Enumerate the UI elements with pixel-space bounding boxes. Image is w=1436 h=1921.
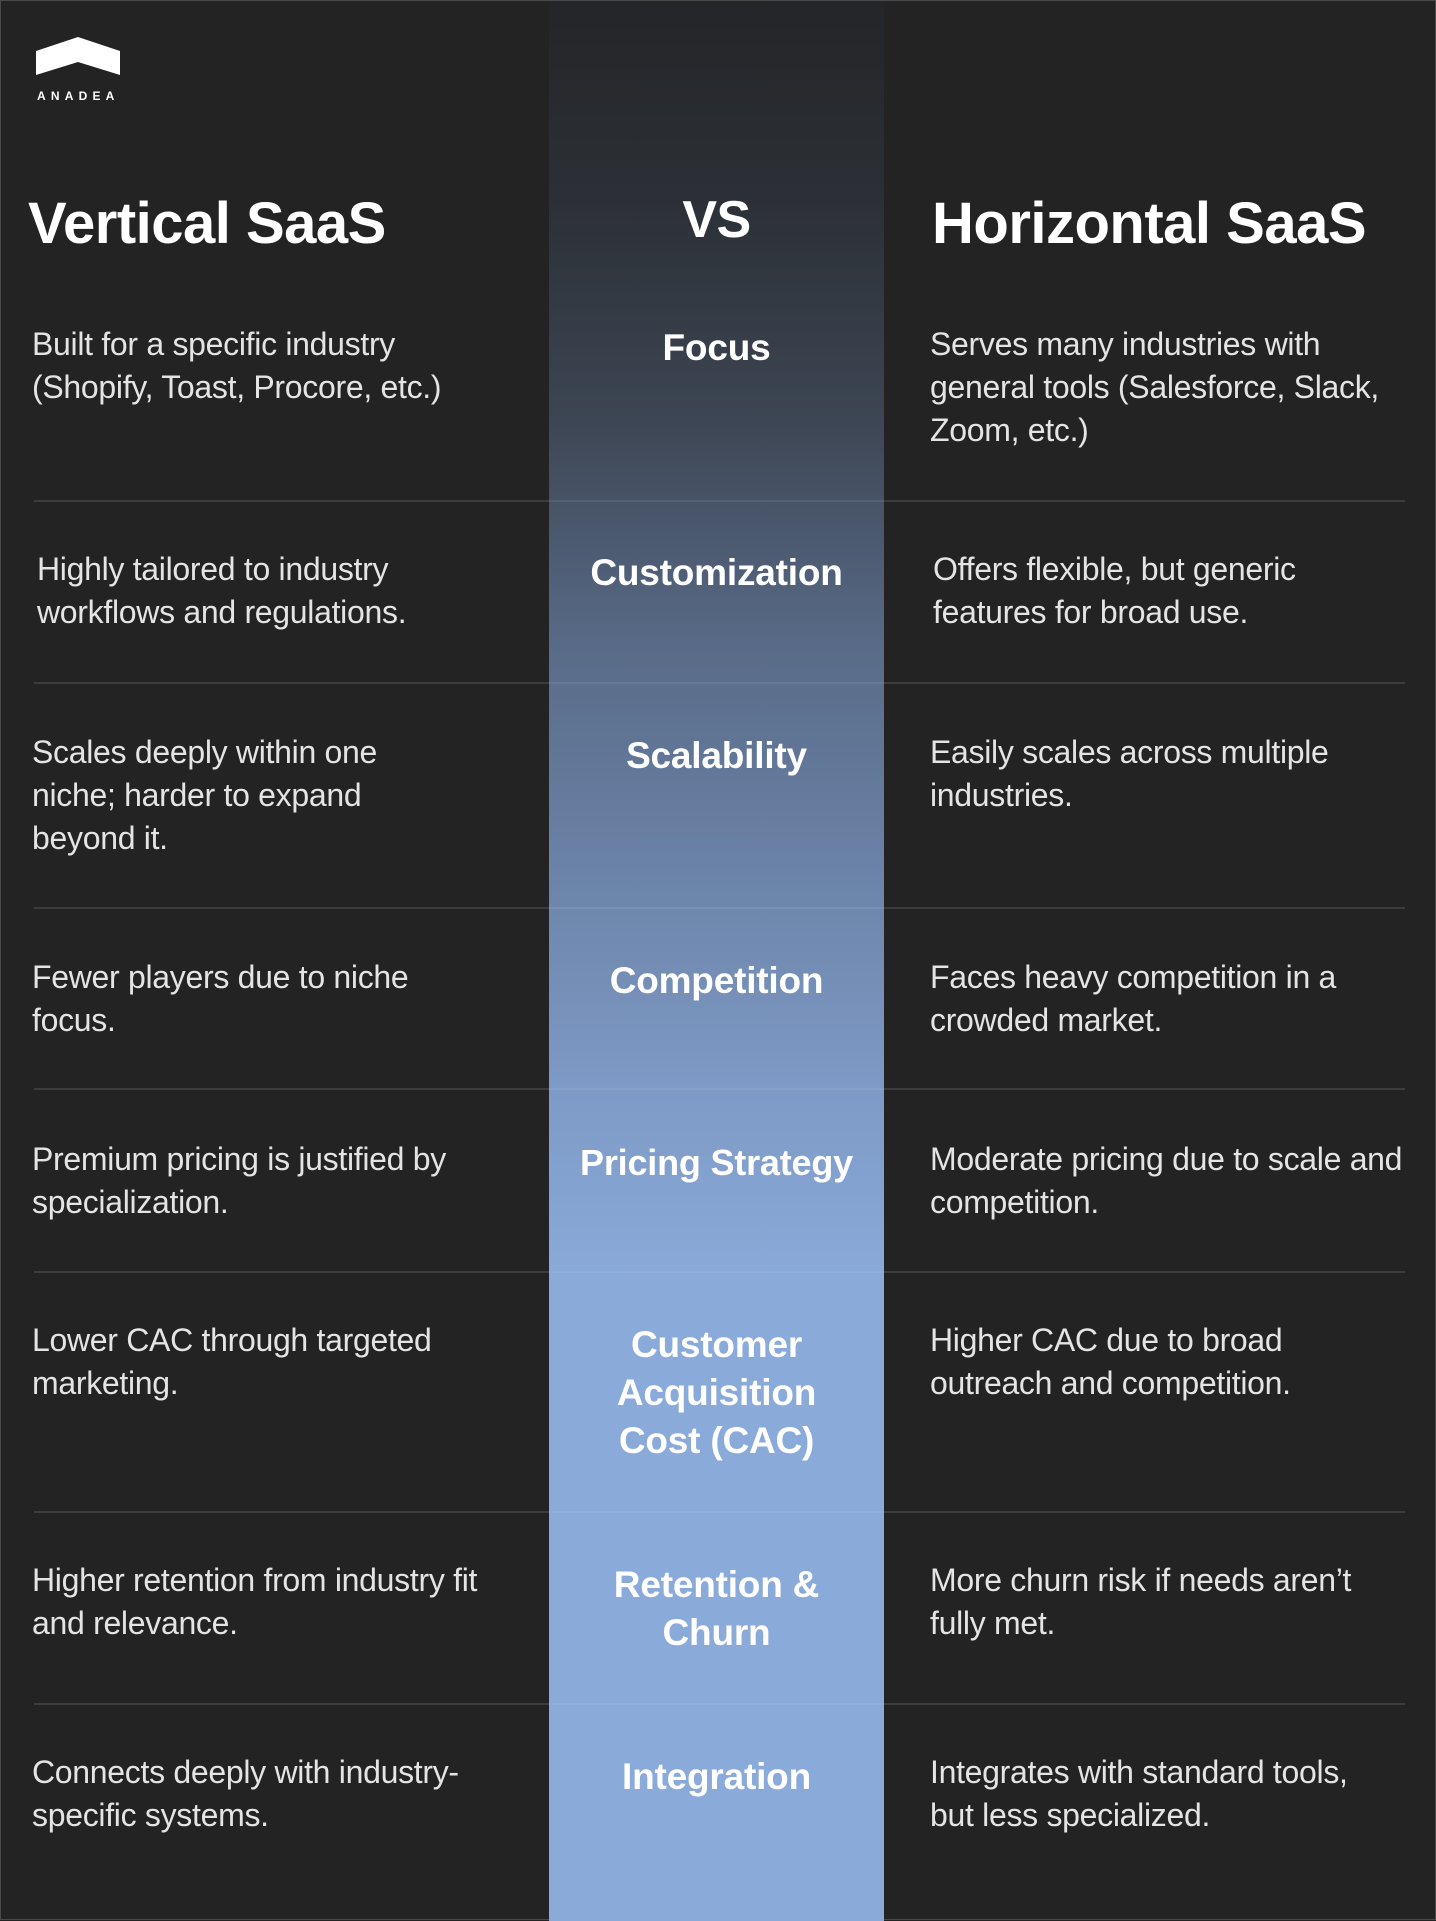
row-divider — [884, 682, 1405, 684]
horizontal-cell: More churn risk if needs aren’t fully me… — [930, 1562, 1352, 1641]
row-divider — [884, 1271, 1405, 1273]
vertical-cell: Lower CAC through targeted marketing. — [32, 1322, 432, 1401]
row-divider — [34, 500, 549, 502]
row-divider — [549, 1703, 884, 1705]
horizontal-cell: Easily scales across multiple industries… — [930, 734, 1329, 813]
row-divider — [34, 1703, 549, 1705]
row-divider — [549, 1088, 884, 1090]
row-divider — [34, 1271, 549, 1273]
row-divider — [34, 1511, 549, 1513]
row-divider — [549, 682, 884, 684]
horizontal-saas-title: Horizontal SaaS — [932, 191, 1367, 256]
horizontal-cell: Faces heavy competition in a crowded mar… — [930, 959, 1337, 1038]
criterion-label: Focus — [662, 327, 771, 368]
horizontal-cell: Higher CAC due to broad outreach and com… — [930, 1322, 1291, 1401]
criterion-label: Retention & Churn — [613, 1564, 820, 1653]
vertical-cell: Scales deeply within one niche; harder t… — [32, 734, 378, 856]
row-divider — [884, 1088, 1405, 1090]
row-divider — [884, 500, 1405, 502]
vertical-cell: Highly tailored to industry workflows an… — [37, 551, 407, 630]
vertical-saas-title: Vertical SaaS — [28, 191, 386, 256]
brand-name: ANADEA — [37, 89, 120, 103]
criterion-label: Scalability — [626, 735, 807, 776]
roof-chevron-icon — [36, 37, 120, 75]
row-divider — [884, 907, 1405, 909]
row-divider — [884, 1511, 1405, 1513]
row-divider — [34, 1088, 549, 1090]
row-divider — [549, 907, 884, 909]
row-divider — [34, 907, 549, 909]
vs-label: VS — [682, 191, 751, 249]
horizontal-cell: Integrates with standard tools, but less… — [930, 1754, 1348, 1833]
vertical-cell: Premium pricing is justified by speciali… — [32, 1141, 446, 1220]
horizontal-cell: Moderate pricing due to scale and compet… — [930, 1141, 1403, 1220]
vertical-cell: Fewer players due to niche focus. — [32, 959, 409, 1038]
anadea-logo — [36, 37, 120, 75]
center-criteria-column — [549, 1, 884, 1921]
criterion-label: Pricing Strategy — [580, 1142, 853, 1183]
row-divider — [34, 682, 549, 684]
horizontal-cell: Serves many industries with general tool… — [930, 326, 1379, 448]
row-divider — [549, 1271, 884, 1273]
vertical-cell: Built for a specific industry (Shopify, … — [32, 326, 442, 405]
row-divider — [884, 1703, 1405, 1705]
vertical-cell: Connects deeply with industry-specific s… — [32, 1754, 459, 1833]
criterion-label: Customer Acquisition Cost (CAC) — [616, 1324, 817, 1461]
row-divider — [549, 1511, 884, 1513]
criterion-label: Customization — [590, 552, 843, 593]
criterion-label: Competition — [609, 960, 824, 1001]
horizontal-cell: Offers flexible, but generic features fo… — [933, 551, 1296, 630]
criterion-label: Integration — [622, 1756, 811, 1797]
vertical-cell: Higher retention from industry fit and r… — [32, 1562, 478, 1641]
row-divider — [549, 500, 884, 502]
